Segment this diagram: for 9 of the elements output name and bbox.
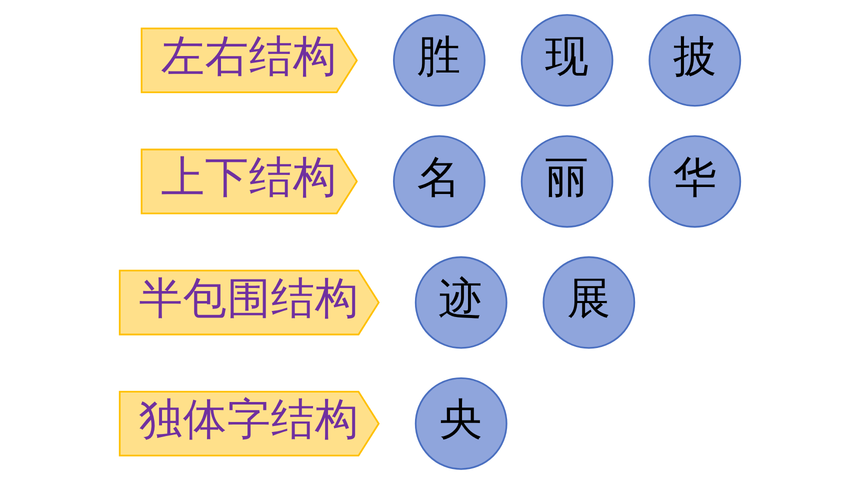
- node-circle: 胜: [393, 14, 486, 107]
- node-circle: 名: [393, 135, 486, 228]
- node-circle: 丽: [520, 135, 614, 228]
- node-circle: 华: [648, 135, 742, 228]
- node-circle: 现: [520, 14, 614, 107]
- node-circle: 央: [414, 377, 508, 470]
- node-circle: 迹: [414, 256, 508, 349]
- node-circle: 披: [648, 14, 742, 107]
- node-circle: 展: [542, 256, 636, 349]
